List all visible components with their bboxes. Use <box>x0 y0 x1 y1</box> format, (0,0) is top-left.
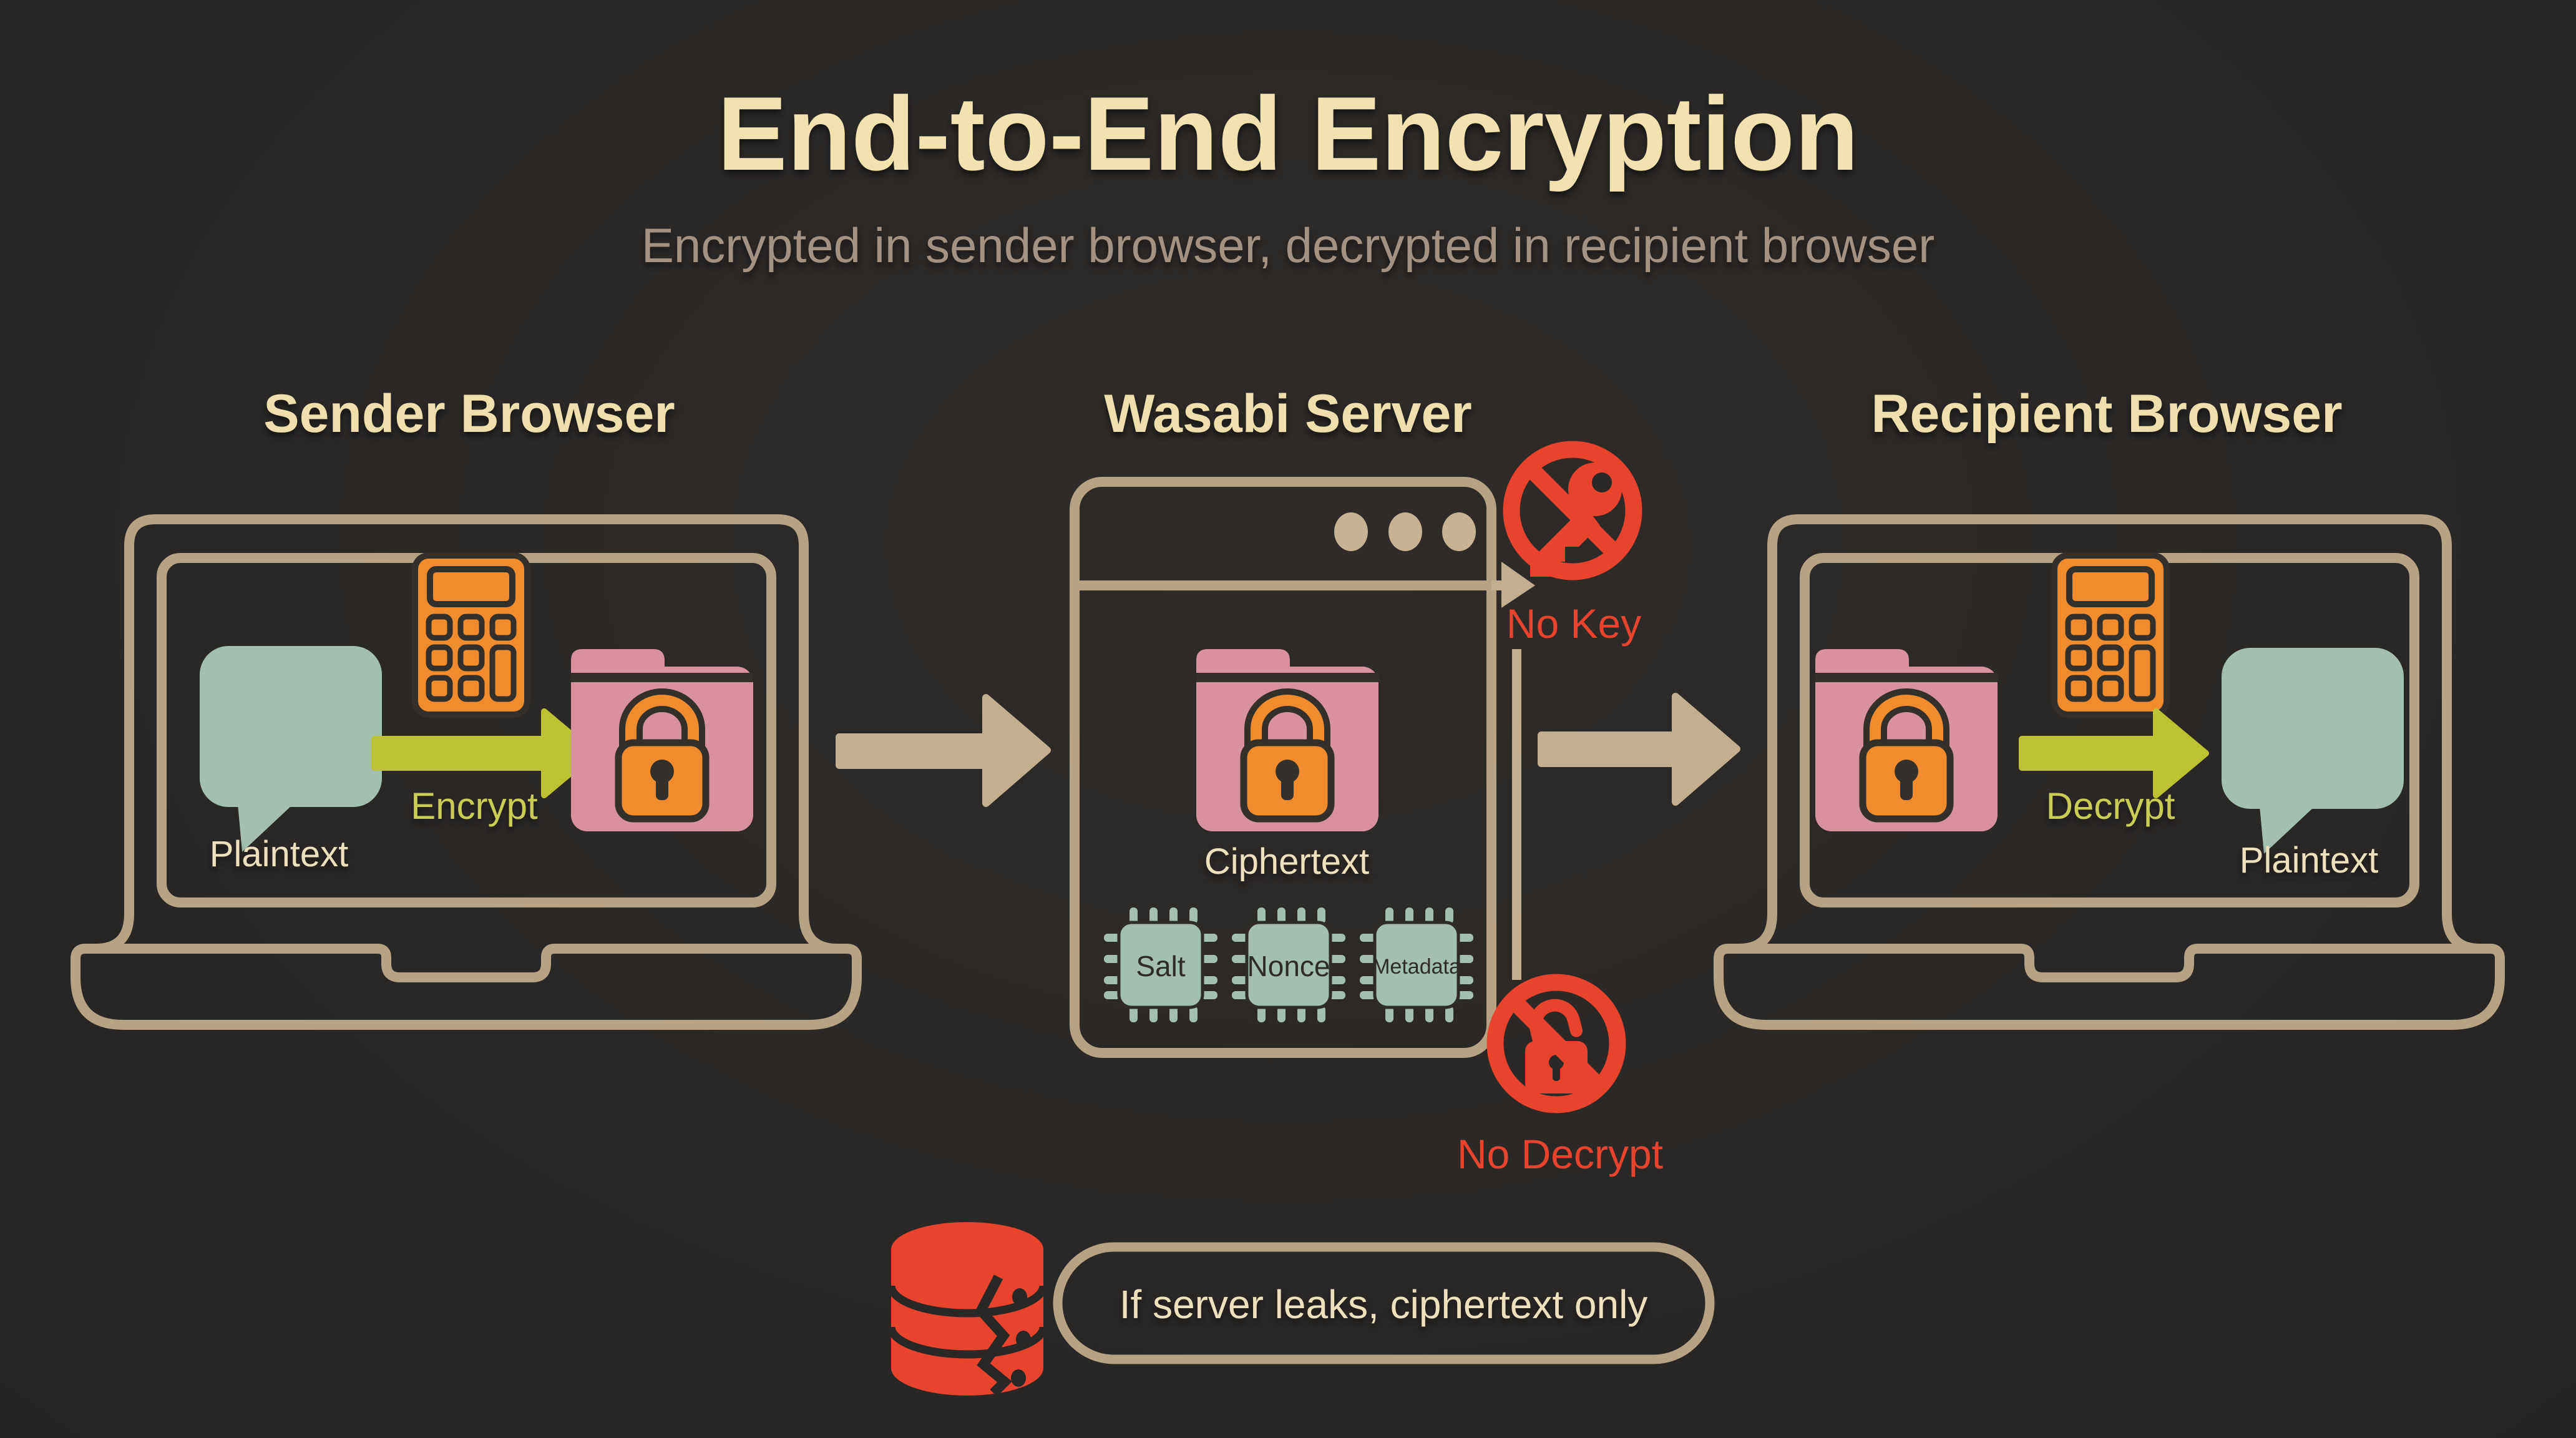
recipient-plaintext-label: Plaintext <box>2240 840 2378 881</box>
no-key-label: No Key <box>1506 600 1641 647</box>
cracked-database-icon <box>887 1222 1048 1397</box>
recipient-decrypt-calculator-icon <box>2054 555 2167 715</box>
decrypt-arrow-icon <box>2019 708 2209 798</box>
recipient-section-title: Recipient Browser <box>1871 384 2342 444</box>
server-window-icon <box>1070 477 1496 1058</box>
leak-note-text: If server leaks, ciphertext only <box>1120 1282 1648 1327</box>
server-to-nokey-arrow-icon <box>1491 562 1535 608</box>
decrypt-label: Decrypt <box>2046 785 2175 827</box>
no-decrypt-icon <box>1495 982 1617 1105</box>
sender-locked-folder-icon <box>571 649 753 831</box>
sender-encrypt-calculator-icon <box>415 555 527 715</box>
nonce-chip-label: Nonce <box>1247 950 1330 982</box>
page-title: End-to-End Encryption <box>717 75 1858 192</box>
salt-chip-label: Salt <box>1136 950 1185 982</box>
page-subtitle: Encrypted in sender browser, decrypted i… <box>642 218 1934 273</box>
encrypt-label: Encrypt <box>411 785 538 827</box>
ciphertext-label: Ciphertext <box>1204 841 1369 882</box>
leak-note-group: If server leaks, ciphertext only <box>887 1222 1715 1397</box>
sender-plaintext-label: Plaintext <box>210 834 348 874</box>
encrypt-arrow-icon <box>371 708 597 798</box>
no-key-icon <box>1511 449 1634 577</box>
metadata-chip-label: Metadata <box>1372 955 1461 979</box>
recipient-locked-folder-icon <box>1815 649 1998 831</box>
server-to-nodecrypt-connector <box>1512 649 1521 980</box>
recipient-browser-group: Decrypt Plaintext <box>1719 519 2500 1025</box>
sender-plaintext-bubble-icon <box>200 646 382 852</box>
server-group: Ciphertext Salt Nonce Metadata No Key <box>1070 449 1663 1177</box>
window-dots-icon <box>1334 512 1476 551</box>
server-locked-folder-icon <box>1196 649 1378 831</box>
leak-note-pill <box>1053 1242 1715 1364</box>
server-section-title: Wasabi Server <box>1104 384 1472 444</box>
server-to-recipient-arrow-icon <box>1538 693 1740 806</box>
no-decrypt-label: No Decrypt <box>1457 1131 1663 1177</box>
sender-section-title: Sender Browser <box>263 384 675 444</box>
recipient-plaintext-bubble-icon <box>2222 648 2404 854</box>
sender-to-server-arrow-icon <box>836 694 1051 807</box>
sender-browser-group: Plaintext Encrypt <box>76 519 857 1025</box>
